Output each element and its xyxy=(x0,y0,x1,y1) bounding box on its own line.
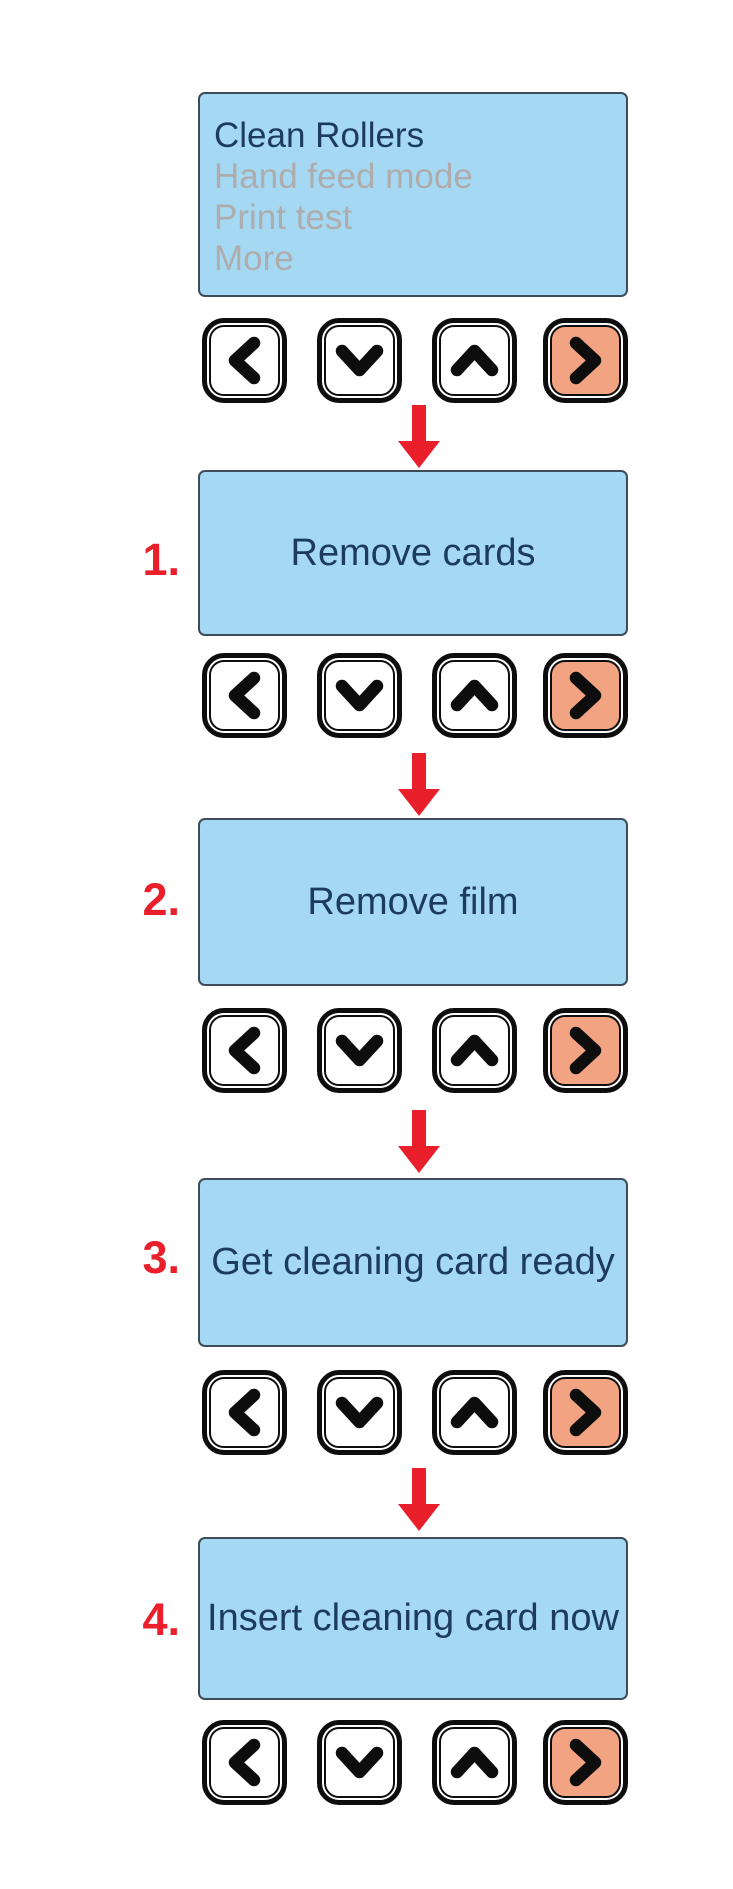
chevron-right-icon xyxy=(569,671,602,720)
flow-arrow-down-icon xyxy=(398,405,440,468)
chevron-left-icon xyxy=(228,1026,261,1075)
flow-arrow-down-icon xyxy=(398,1110,440,1173)
back-button[interactable] xyxy=(202,1720,287,1805)
button-row xyxy=(0,1720,733,1805)
button-bezel-ring xyxy=(209,1377,280,1448)
back-button[interactable] xyxy=(202,318,287,403)
lcd-screen-menu: Clean Rollers Hand feed mode Print test … xyxy=(198,92,628,297)
button-bezel-ring xyxy=(324,660,395,731)
screen-message: Insert cleaning card now xyxy=(207,1597,619,1639)
chevron-up-icon xyxy=(450,344,499,377)
back-button[interactable] xyxy=(202,1008,287,1093)
menu-list: Clean Rollers Hand feed mode Print test … xyxy=(200,94,626,279)
button-bezel-ring xyxy=(550,1377,621,1448)
button-bezel-ring xyxy=(550,325,621,396)
button-bezel-ring xyxy=(209,1727,280,1798)
chevron-right-icon xyxy=(569,1026,602,1075)
scroll-up-button[interactable] xyxy=(432,318,517,403)
flow-arrow-down-icon xyxy=(398,753,440,816)
next-button[interactable] xyxy=(543,1720,628,1805)
chevron-down-icon xyxy=(335,344,384,377)
step-number: 4. xyxy=(142,1594,180,1645)
step-number: 1. xyxy=(142,534,180,585)
scroll-up-button[interactable] xyxy=(432,653,517,738)
button-bezel-ring xyxy=(324,1015,395,1086)
button-bezel-ring xyxy=(439,1727,510,1798)
screen-message: Get cleaning card ready xyxy=(211,1241,615,1283)
chevron-up-icon xyxy=(450,679,499,712)
button-row xyxy=(0,653,733,738)
chevron-down-icon xyxy=(335,679,384,712)
scroll-up-button[interactable] xyxy=(432,1720,517,1805)
chevron-right-icon xyxy=(569,336,602,385)
back-button[interactable] xyxy=(202,653,287,738)
chevron-left-icon xyxy=(228,1388,261,1437)
chevron-left-icon xyxy=(228,1738,261,1787)
button-bezel-ring xyxy=(550,1015,621,1086)
scroll-down-button[interactable] xyxy=(317,318,402,403)
menu-item-print-test: Print test xyxy=(214,198,353,237)
scroll-down-button[interactable] xyxy=(317,653,402,738)
flow-arrow-down-icon xyxy=(398,1468,440,1531)
chevron-left-icon xyxy=(228,336,261,385)
menu-item-clean-rollers: Clean Rollers xyxy=(214,116,425,155)
button-row xyxy=(0,318,733,403)
chevron-right-icon xyxy=(569,1388,602,1437)
screen-message: Remove film xyxy=(307,880,519,923)
scroll-up-button[interactable] xyxy=(432,1370,517,1455)
button-bezel-ring xyxy=(209,660,280,731)
chevron-up-icon xyxy=(450,1034,499,1067)
lcd-screen-step-3: Get cleaning card ready xyxy=(198,1178,628,1347)
scroll-down-button[interactable] xyxy=(317,1720,402,1805)
button-bezel-ring xyxy=(324,325,395,396)
button-bezel-ring xyxy=(439,1377,510,1448)
chevron-down-icon xyxy=(335,1034,384,1067)
next-button[interactable] xyxy=(543,653,628,738)
button-row xyxy=(0,1008,733,1093)
next-button[interactable] xyxy=(543,1370,628,1455)
screen-message: Remove cards xyxy=(290,531,536,574)
button-bezel-ring xyxy=(209,1015,280,1086)
button-bezel-ring xyxy=(550,660,621,731)
chevron-right-icon xyxy=(569,1738,602,1787)
chevron-up-icon xyxy=(450,1746,499,1779)
chevron-up-icon xyxy=(450,1396,499,1429)
menu-item-hand-feed-mode: Hand feed mode xyxy=(214,157,473,196)
next-button[interactable] xyxy=(543,318,628,403)
button-row xyxy=(0,1370,733,1455)
chevron-down-icon xyxy=(335,1396,384,1429)
button-bezel-ring xyxy=(439,325,510,396)
next-button[interactable] xyxy=(543,1008,628,1093)
menu-item-more: More xyxy=(214,239,294,278)
button-bezel-ring xyxy=(439,660,510,731)
scroll-up-button[interactable] xyxy=(432,1008,517,1093)
chevron-down-icon xyxy=(335,1746,384,1779)
back-button[interactable] xyxy=(202,1370,287,1455)
scroll-down-button[interactable] xyxy=(317,1370,402,1455)
lcd-screen-step-4: Insert cleaning card now xyxy=(198,1537,628,1700)
scroll-down-button[interactable] xyxy=(317,1008,402,1093)
button-bezel-ring xyxy=(324,1377,395,1448)
step-number: 2. xyxy=(142,874,180,925)
button-bezel-ring xyxy=(324,1727,395,1798)
button-bezel-ring xyxy=(550,1727,621,1798)
lcd-screen-step-2: Remove film xyxy=(198,818,628,986)
step-number: 3. xyxy=(142,1232,180,1283)
button-bezel-ring xyxy=(209,325,280,396)
lcd-screen-step-1: Remove cards xyxy=(198,470,628,636)
chevron-left-icon xyxy=(228,671,261,720)
button-bezel-ring xyxy=(439,1015,510,1086)
